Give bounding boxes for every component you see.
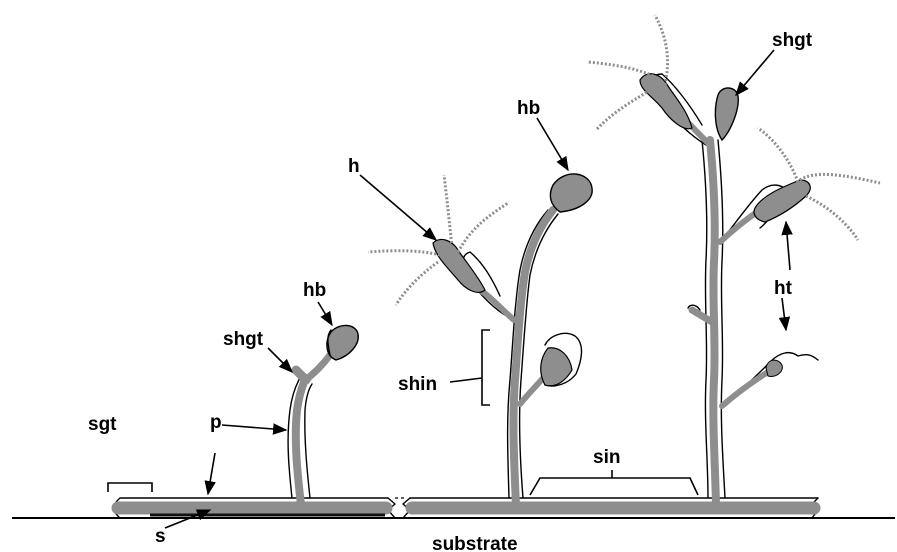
arrow-p-stolon (208, 453, 215, 494)
arrow-shgt-right (736, 50, 774, 95)
label-shgt-left: shgt (223, 329, 264, 350)
arrow-p-stem (222, 425, 286, 430)
arrow-ht-upper (786, 222, 790, 270)
stem-right (588, 15, 880, 505)
sin-bracket (530, 470, 698, 495)
arrow-ht-lower (782, 298, 786, 330)
label-ht: ht (774, 278, 793, 299)
label-sin: sin (593, 447, 620, 468)
label-sgt: sgt (88, 414, 117, 435)
arrow-shgt-left (268, 348, 292, 372)
arrow-hb-left (318, 302, 332, 325)
label-hb-mid: hb (517, 98, 540, 119)
label-shgt-right: shgt (772, 30, 813, 51)
stem-left (288, 325, 358, 505)
stem-middle (368, 174, 592, 505)
arrow-h (360, 175, 436, 240)
label-h: h (348, 156, 360, 177)
label-hb-left: hb (303, 280, 326, 301)
label-p: p (210, 412, 222, 433)
label-s: s (155, 526, 166, 547)
sgt-bracket (108, 483, 152, 492)
shin-bracket (450, 330, 490, 405)
label-shin: shin (398, 374, 437, 395)
arrow-hb-mid (537, 118, 568, 170)
label-substrate: substrate (432, 534, 518, 552)
